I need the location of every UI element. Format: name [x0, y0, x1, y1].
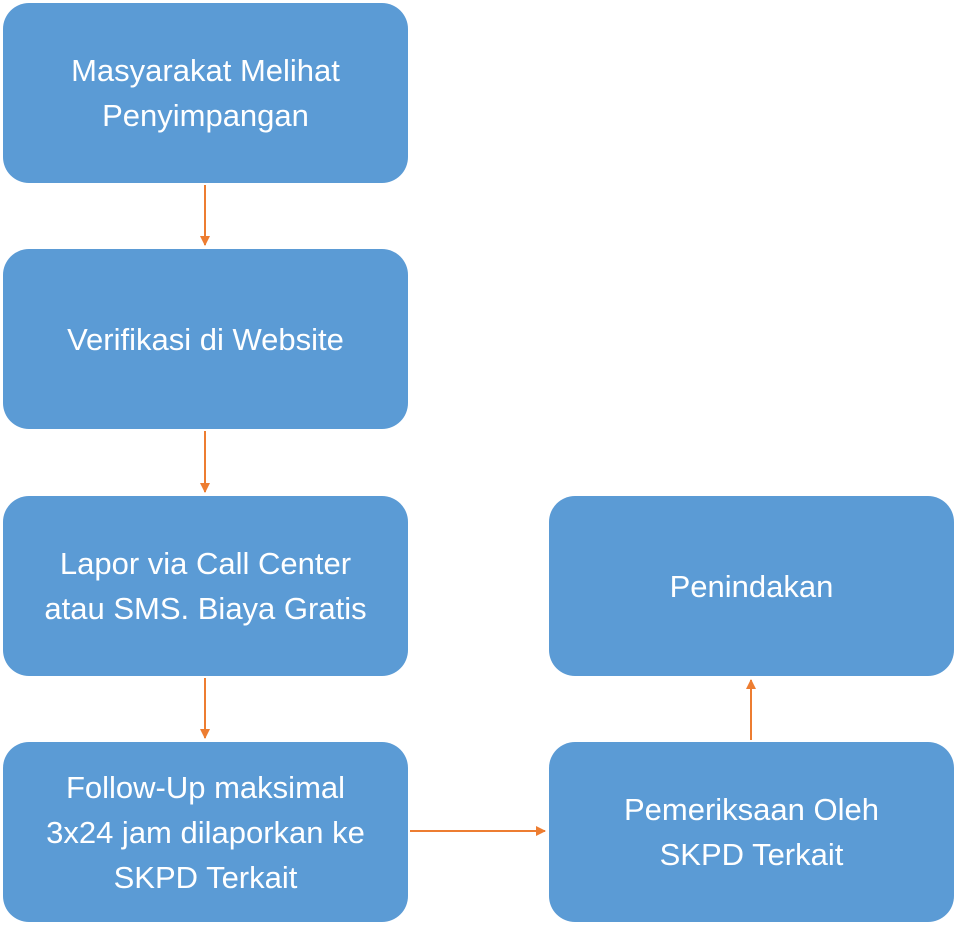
- step-label: Verifikasi di Website: [67, 321, 344, 357]
- step-label: Masyarakat Melihat Penyimpangan: [71, 53, 340, 133]
- step-masyarakat-melihat-penyimpangan: Masyarakat Melihat Penyimpangan: [3, 3, 408, 183]
- step-follow-up: Follow-Up maksimal 3x24 jam dilaporkan k…: [3, 742, 408, 922]
- step-lapor-via-call-center: Lapor via Call Center atau SMS. Biaya Gr…: [3, 496, 408, 676]
- step-label: Lapor via Call Center atau SMS. Biaya Gr…: [44, 546, 367, 626]
- step-penindakan: Penindakan: [549, 496, 954, 676]
- step-verifikasi-di-website: Verifikasi di Website: [3, 249, 408, 429]
- step-pemeriksaan-oleh-skpd: Pemeriksaan Oleh SKPD Terkait: [549, 742, 954, 922]
- step-label: Penindakan: [669, 568, 834, 604]
- step-label: Pemeriksaan Oleh SKPD Terkait: [623, 792, 879, 872]
- step-label: Follow-Up maksimal 3x24 jam dilaporkan k…: [46, 769, 365, 895]
